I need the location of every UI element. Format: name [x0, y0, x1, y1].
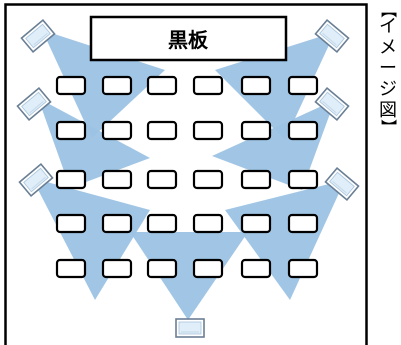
desk [101, 213, 133, 234]
desk [240, 258, 272, 279]
desk [101, 169, 133, 190]
projector-screen-icon [20, 18, 56, 54]
caption-open-bracket: 【 [379, 1, 398, 18]
projectors [16, 18, 360, 338]
blackboard: 黒板 [89, 15, 288, 62]
desk [55, 120, 87, 141]
caption-char-5: 図 [379, 100, 397, 121]
desk [192, 75, 224, 96]
desk [240, 169, 272, 190]
projector-screen-icon [175, 318, 205, 338]
image-caption-vertical: 【 イ メ ー ジ 図 】 [377, 2, 399, 135]
desk [287, 120, 319, 141]
desk [240, 213, 272, 234]
desk [55, 169, 87, 190]
projection-beam [32, 178, 150, 300]
projector-screen-icon [18, 162, 54, 198]
desk [287, 258, 319, 279]
desk [287, 75, 319, 96]
desk-grid [55, 75, 319, 279]
desk [146, 258, 178, 279]
desk [146, 75, 178, 96]
desk [146, 213, 178, 234]
desk [101, 120, 133, 141]
blackboard-label: 黒板 [168, 28, 209, 52]
desk [287, 213, 319, 234]
caption-char-1: イ [379, 16, 397, 37]
caption-char-4: ジ [379, 79, 397, 100]
caption-char-3: ー [379, 58, 397, 79]
desk [55, 213, 87, 234]
projector-screen-icon [314, 86, 350, 122]
desk [146, 120, 178, 141]
caption-close-bracket: 】 [379, 118, 398, 135]
blackboard-frame [89, 15, 288, 62]
desk [55, 258, 87, 279]
projector-screen-icon [324, 166, 360, 202]
projection-beam [215, 32, 335, 140]
projector-screen-icon [16, 86, 52, 122]
desk [192, 258, 224, 279]
desk [146, 169, 178, 190]
projection-beam [225, 180, 345, 300]
projection-beam [38, 98, 150, 188]
desk [192, 120, 224, 141]
desk [192, 213, 224, 234]
desk [192, 169, 224, 190]
desk [240, 75, 272, 96]
desk [55, 75, 87, 96]
desk [240, 120, 272, 141]
desk [101, 75, 133, 96]
projector-screen-icon [314, 18, 350, 54]
desk [101, 258, 133, 279]
caption-char-2: メ [379, 37, 397, 58]
desk [287, 169, 319, 190]
projection-beam [130, 232, 248, 320]
